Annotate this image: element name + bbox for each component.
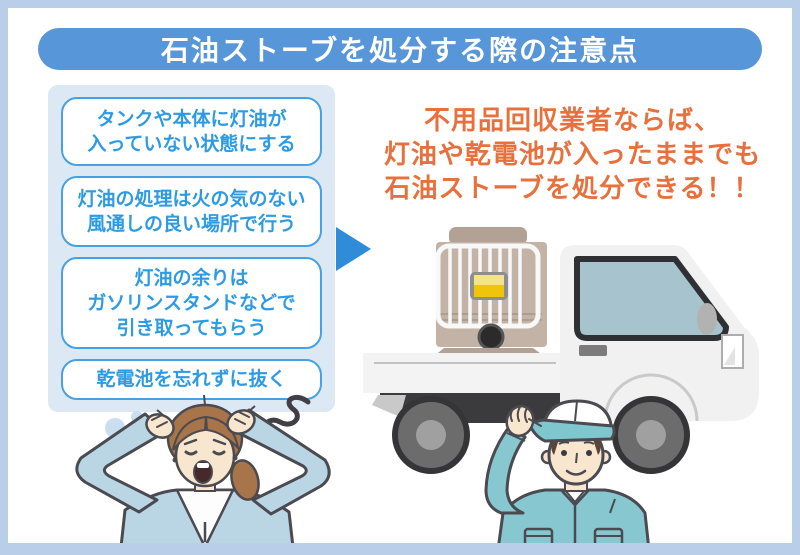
callout-line: 灯油や乾電池が入ったままでも bbox=[383, 139, 762, 169]
kerosene-stove-illustration bbox=[433, 227, 547, 358]
title-banner: 石油ストーブを処分する際の注意点 bbox=[38, 28, 762, 70]
chest-pocket bbox=[523, 527, 554, 543]
checklist-item: 灯油の処理は火の気のない 風通しの良い場所で行う bbox=[61, 176, 322, 247]
frustrated-woman-illustration bbox=[75, 394, 331, 543]
checklist-item: 乾電池を忘れずに抜く bbox=[61, 359, 322, 400]
arrow-right-icon bbox=[336, 227, 371, 271]
callout-text: 不用品回収業者ならば、 灯油や乾電池が入ったままでも 石油ストーブを処分できる！… bbox=[365, 103, 780, 205]
callout-line: 不用品回収業者ならば、 bbox=[423, 105, 721, 135]
chest-pocket bbox=[593, 527, 624, 543]
checklist-panel: タンクや本体に灯油が 入っていない状態にする 灯油の処理は火の気のない 風通しの… bbox=[48, 85, 335, 412]
truck-bed bbox=[363, 353, 560, 393]
cap-brim bbox=[527, 418, 616, 443]
truck-illustration bbox=[363, 245, 759, 474]
ponytail bbox=[230, 459, 260, 501]
checklist-item: タンクや本体に灯油が 入っていない状態にする bbox=[61, 97, 322, 166]
page-title: 石油ストーブを処分する際の注意点 bbox=[160, 35, 640, 66]
checklist-item: 灯油の余りは ガソリンスタンドなどで 引き取ってもらう bbox=[61, 257, 322, 349]
truck-window bbox=[574, 256, 729, 341]
worker-man-illustration bbox=[484, 399, 650, 543]
door-handle bbox=[579, 345, 607, 356]
raised-arm bbox=[484, 425, 527, 515]
callout-line: 石油ストーブを処分できる！！ bbox=[384, 173, 761, 203]
side-mirror bbox=[697, 303, 717, 335]
